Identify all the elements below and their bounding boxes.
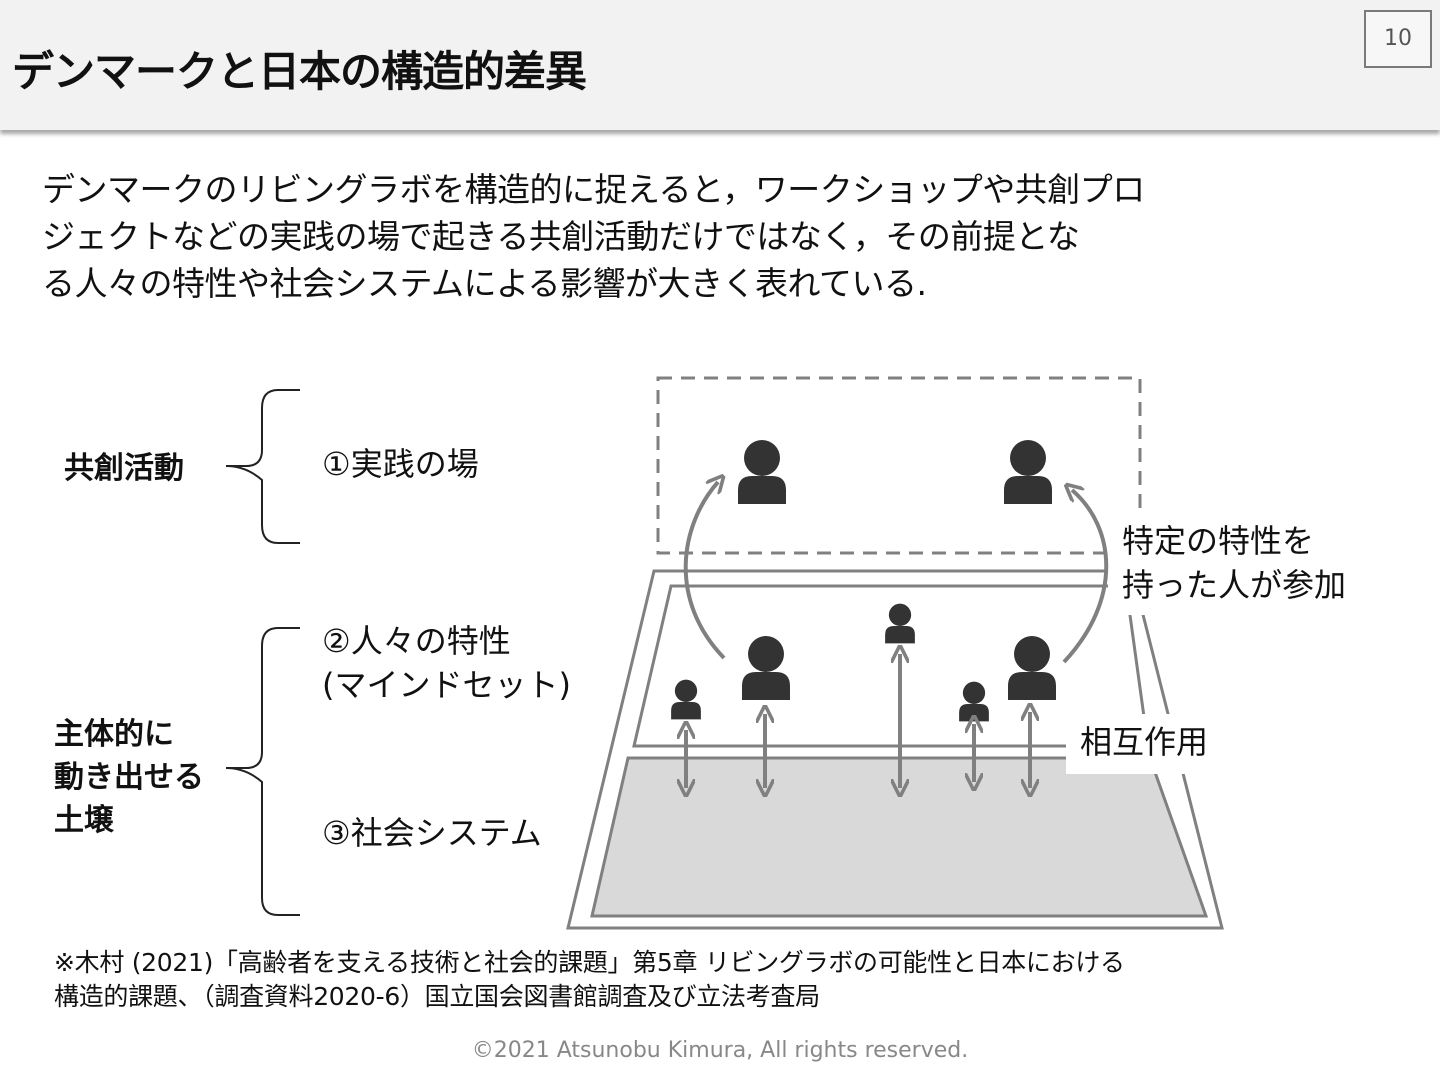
base-outer bbox=[566, 569, 1224, 930]
callout-participation: 特定の特性を 持った人が参加 bbox=[1122, 522, 1346, 604]
practice-field bbox=[656, 376, 1142, 555]
callout-participation-bg bbox=[1108, 515, 1398, 615]
intro-line: ジェクトなどの実践の場で起きる共創活動だけではなく，その前提とな bbox=[42, 217, 1080, 256]
callout-participation-line: 持った人が参加 bbox=[1122, 566, 1346, 604]
group-label-foundation: 主体的に 動き出せる 土壌 bbox=[54, 717, 214, 838]
intro-text: デンマークのリビングラボを構造的に捉えると，ワークショップや共創プロ ジェクトな… bbox=[42, 166, 1152, 307]
callout-interaction: 相互作用 bbox=[1080, 723, 1208, 761]
layer-people-line: (マインドセット) bbox=[322, 666, 571, 704]
footnote-line: 構造的課題、（調査資料2020-6）国立国会図書館調査及び立法考査局 bbox=[54, 982, 820, 1011]
slide-title: デンマークと日本の構造的差異 bbox=[12, 47, 587, 96]
structure-diagram: 共創活動 主体的に 動き出せる 土壌 ①実践の場 ②人々の特性 (マインドセット… bbox=[54, 376, 1398, 930]
slide-header: デンマークと日本の構造的差異 10 bbox=[0, 0, 1440, 130]
foundation-line: 主体的に bbox=[54, 717, 174, 752]
foundation-line: 動き出せる bbox=[54, 760, 204, 795]
group-label-cocreation: 共創活動 bbox=[64, 451, 184, 486]
callout-interaction-bg bbox=[1066, 714, 1228, 774]
callout-participation-line: 特定の特性を bbox=[1122, 522, 1314, 560]
brace-bottom bbox=[225, 627, 300, 916]
person-icon bbox=[1004, 440, 1052, 504]
intro-line: デンマークのリビングラボを構造的に捉えると，ワークショップや共創プロ bbox=[42, 170, 1145, 209]
intro-line: る人々の特性や社会システムによる影響が大きく表れている. bbox=[42, 264, 927, 303]
foundation-line: 土壌 bbox=[54, 803, 115, 838]
layer-people: ②人々の特性 (マインドセット) bbox=[322, 622, 571, 704]
participation-arrow-right bbox=[1064, 490, 1109, 664]
copyright: ©2021 Atsunobu Kimura, All rights reserv… bbox=[471, 1038, 969, 1063]
brace-top bbox=[225, 389, 300, 544]
page-number: 10 bbox=[1364, 10, 1432, 68]
person-icon bbox=[738, 440, 786, 504]
footnote: ※木村 (2021)「高齢者を支える技術と社会的課題」第5章 リビングラボの可能… bbox=[54, 946, 1394, 1014]
layer-society: ③社会システム bbox=[322, 814, 542, 852]
layer-people-line: ②人々の特性 bbox=[322, 622, 511, 660]
footnote-line: ※木村 (2021)「高齢者を支える技術と社会的課題」第5章 リビングラボの可能… bbox=[54, 948, 1125, 977]
participation-arrow-left bbox=[683, 482, 724, 660]
layer-practice: ①実践の場 bbox=[322, 445, 479, 483]
